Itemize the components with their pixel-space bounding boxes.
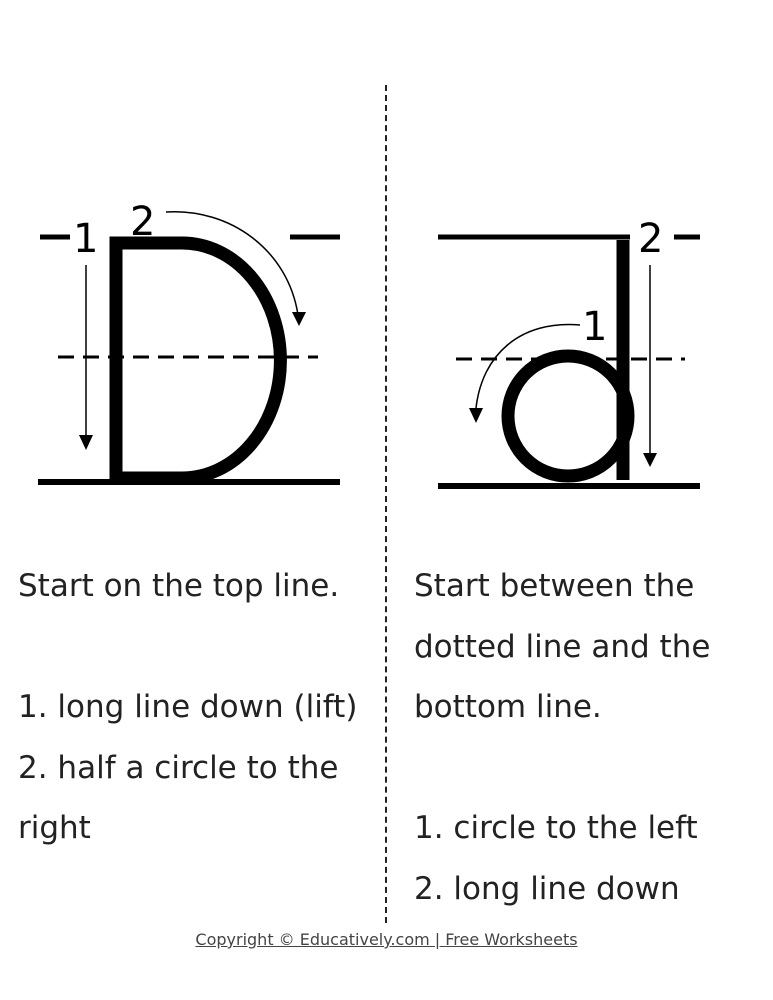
left-instructions: Start on the top line. 1. long line down… <box>18 556 378 859</box>
right-instructions: Start between the dotted line and the bo… <box>414 556 764 919</box>
stroke-number-2: 2 <box>130 199 155 245</box>
footer-separator: | <box>429 930 446 949</box>
lowercase-d-diagram: 1 2 <box>438 216 700 489</box>
stroke-2-arrowhead <box>643 453 657 467</box>
stroke-1-arrow <box>475 323 581 409</box>
right-step-1: 1. circle to the left <box>414 810 698 846</box>
copyright-text: Copyright © Educatively.com <box>195 930 430 949</box>
uppercase-d-diagram: 1 2 <box>38 199 340 485</box>
right-intro-line-1: Start between the <box>414 568 695 604</box>
free-worksheets-link[interactable]: Free Worksheets <box>445 930 578 949</box>
stroke-number-1: 1 <box>582 304 607 350</box>
copyright-link[interactable]: Copyright © Educatively.com | Free Works… <box>195 930 577 949</box>
letter-d-uppercase <box>109 236 287 485</box>
right-intro-line-3: bottom line. <box>414 689 602 725</box>
dotted-divider <box>385 85 387 923</box>
left-intro: Start on the top line. <box>18 568 340 604</box>
left-step-2: 2. half a circle to the <box>18 749 339 786</box>
left-step-2-continued: right <box>18 810 91 846</box>
stroke-number-2: 2 <box>638 216 663 262</box>
right-intro-line-2: dotted line and the <box>414 628 711 665</box>
stroke-1-arrowhead <box>79 435 93 450</box>
footer: Copyright © Educatively.com | Free Works… <box>0 930 773 949</box>
stroke-number-1: 1 <box>73 216 98 262</box>
right-step-2: 2. long line down <box>414 870 680 907</box>
letter-d-bowl <box>501 349 635 483</box>
stroke-1-arrowhead <box>469 408 483 423</box>
left-step-1: 1. long line down (lift) <box>18 689 358 725</box>
stroke-2-arrowhead <box>292 312 306 326</box>
stroke-2-arrow <box>165 211 299 316</box>
